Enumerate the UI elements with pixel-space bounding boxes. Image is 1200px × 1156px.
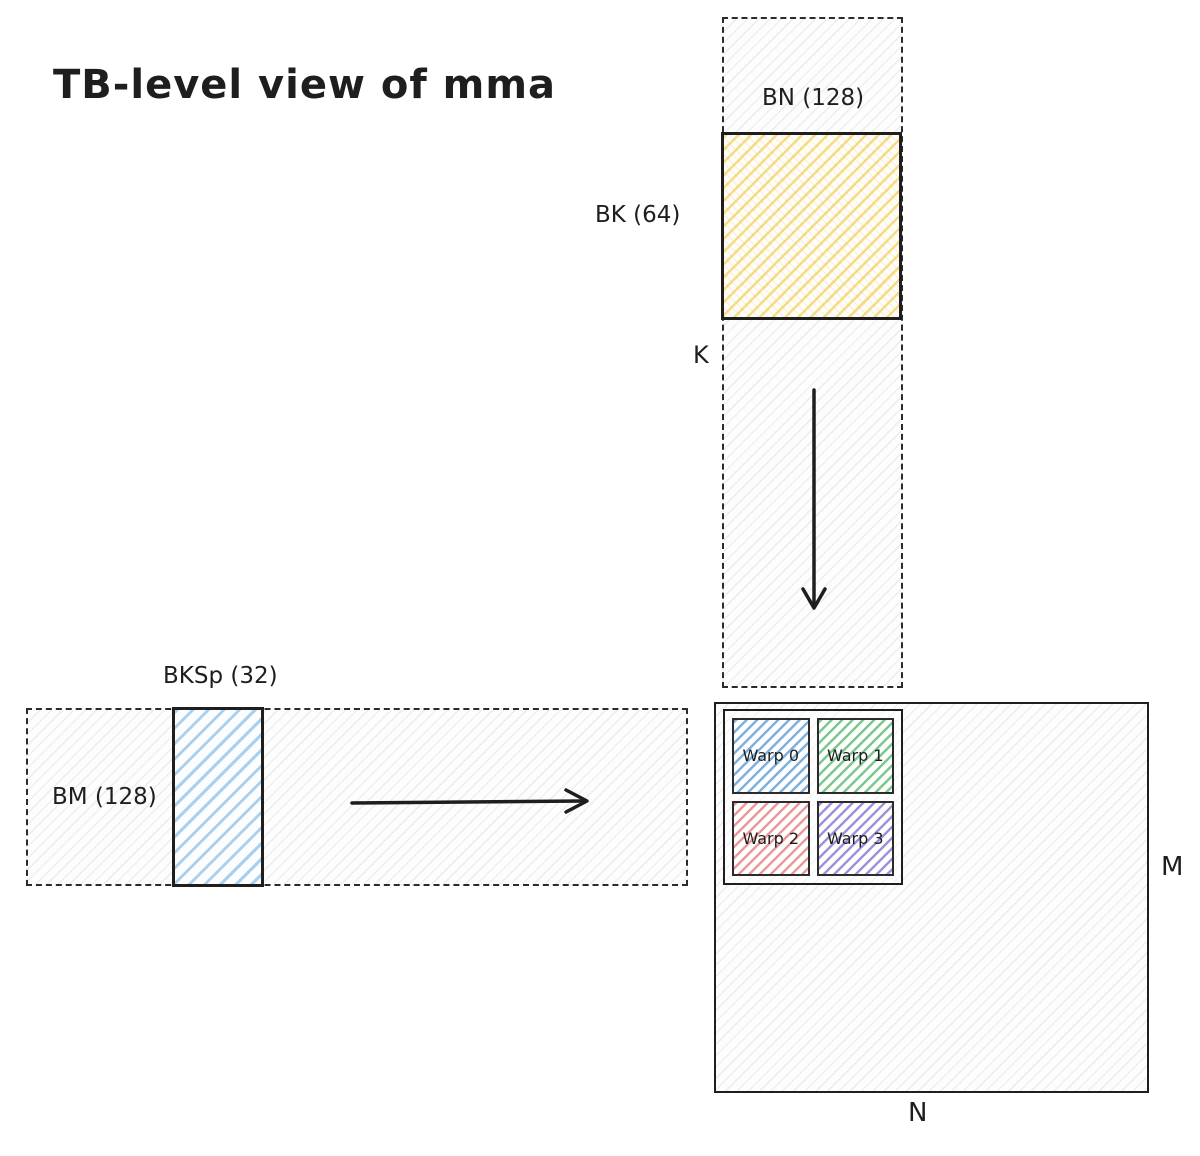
warp-group-container: Warp 0 Warp 1 Warp 2 Warp 3 (723, 709, 903, 885)
b-tile-strip (722, 17, 903, 688)
c-tile: Warp 0 Warp 1 Warp 2 Warp 3 (714, 702, 1149, 1093)
bk-dim-label: BK (64) (595, 202, 681, 228)
warp-2-label: Warp 2 (742, 828, 800, 848)
bksp-dim-label: BKSp (32) (163, 663, 278, 689)
a-direction-arrow-icon (350, 788, 589, 814)
bn-dim-label: BN (128) (762, 85, 865, 111)
n-axis-label: N (908, 1098, 928, 1128)
m-axis-label: M (1161, 852, 1184, 882)
warp-3-label: Warp 3 (826, 828, 884, 848)
diagram-title: TB-level view of mma (53, 62, 557, 108)
warp-tile-0: Warp 0 (732, 718, 810, 794)
warp-1-label: Warp 1 (826, 746, 884, 766)
k-axis-label: K (693, 341, 709, 369)
warp-tile-1: Warp 1 (816, 718, 894, 794)
warp-tile-3: Warp 3 (816, 800, 894, 876)
k-direction-arrow-icon (801, 388, 827, 610)
bm-dim-label: BM (128) (52, 784, 157, 810)
warp-0-label: Warp 0 (742, 746, 800, 766)
b-tile-current-block (721, 132, 902, 320)
a-tile-current-block (172, 707, 264, 887)
warp-tile-2: Warp 2 (732, 800, 810, 876)
